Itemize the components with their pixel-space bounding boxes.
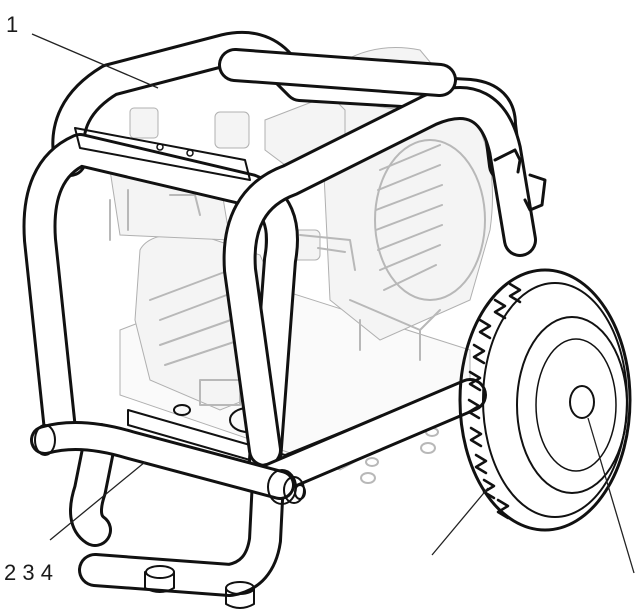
wheel xyxy=(458,268,632,532)
leader-lines xyxy=(31,33,635,574)
leader-line-wheel xyxy=(431,487,489,556)
bracket-hole-2 xyxy=(186,149,194,157)
cable-hooks xyxy=(493,148,547,212)
wheel-tread xyxy=(467,282,628,520)
front-handle xyxy=(30,421,306,505)
callout-label-234: 2 3 4 xyxy=(4,560,53,585)
wheel-hub xyxy=(569,385,595,419)
base-plate-hole-left xyxy=(173,404,191,416)
handle-end-cap xyxy=(267,469,306,505)
leader-line-1 xyxy=(31,33,159,89)
rubber-feet xyxy=(144,565,255,609)
callout-label-1: 1 xyxy=(6,12,18,37)
wheel-rim xyxy=(516,316,628,494)
leader-line-234 xyxy=(49,461,146,541)
leader-line-hub xyxy=(587,417,635,574)
bracket-hole-1 xyxy=(156,143,164,151)
tubular-frame xyxy=(22,30,537,597)
